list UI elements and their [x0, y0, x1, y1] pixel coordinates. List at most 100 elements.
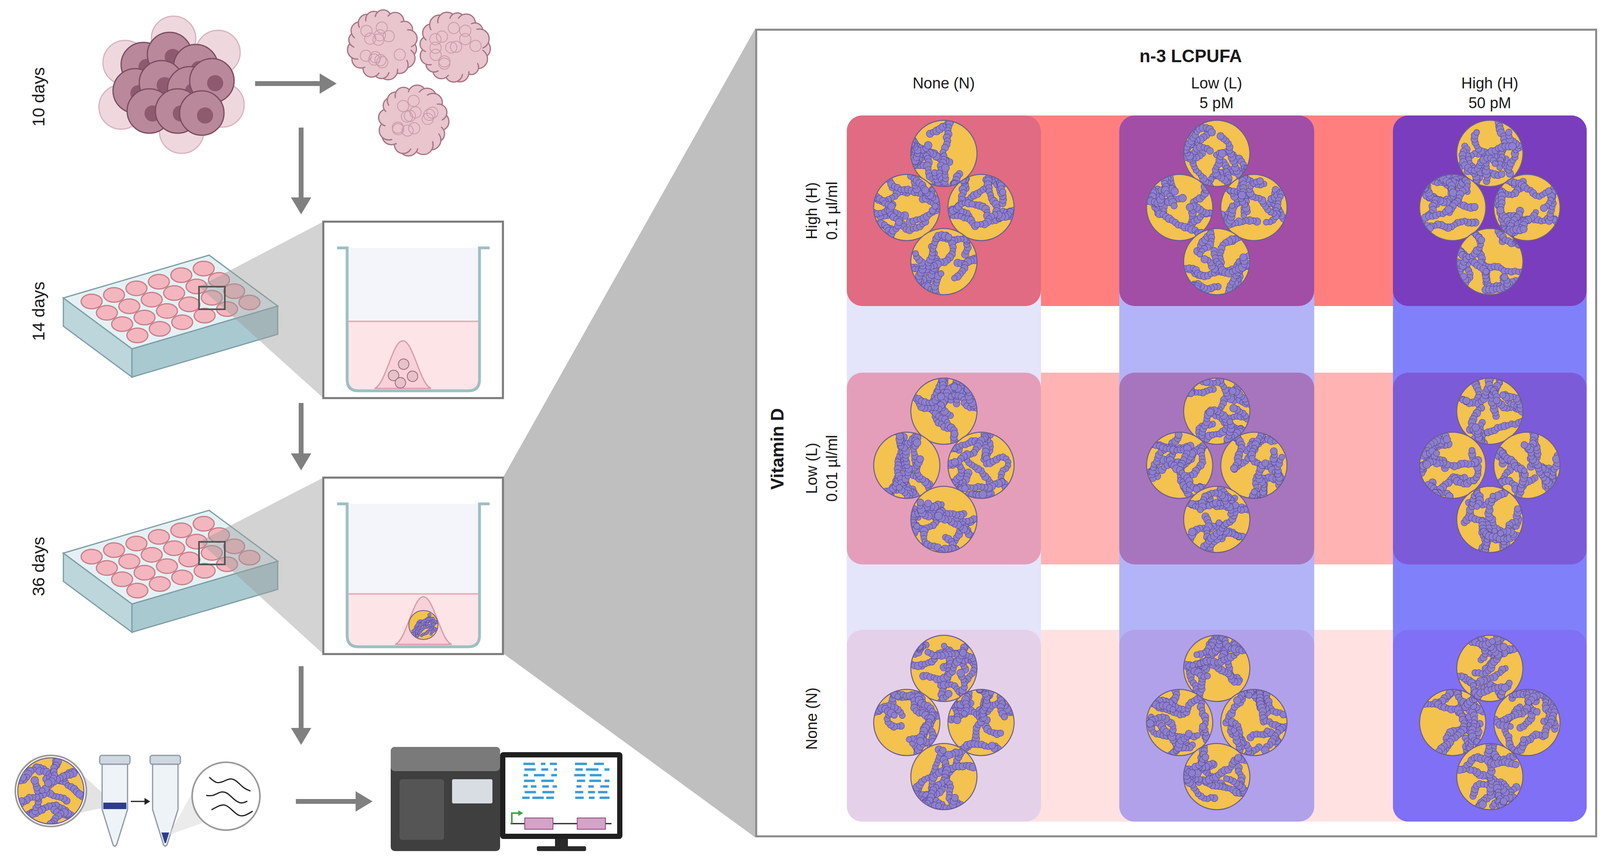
organoid-body	[1456, 120, 1523, 187]
organoid-cells	[1182, 227, 1255, 297]
organoid-cell	[924, 141, 932, 149]
organoid-cell	[1473, 129, 1480, 136]
row-band	[846, 629, 1587, 822]
organoid-cell	[1263, 219, 1270, 226]
organoid-outline	[1456, 120, 1523, 187]
organoid-cells	[908, 116, 963, 192]
organoid-cells	[882, 428, 933, 501]
organoid-cell	[968, 201, 976, 208]
organoid-cell	[999, 188, 1007, 196]
organoid-body	[948, 174, 1015, 241]
organoid-cell	[1449, 188, 1457, 197]
organoid-cell	[1520, 225, 1528, 233]
organoid-cell	[944, 233, 952, 241]
organoid-cells	[1419, 172, 1480, 233]
organoid-body	[1183, 228, 1251, 295]
organoid-cell	[1421, 181, 1428, 188]
organoid-cell	[938, 270, 945, 277]
organoid-cell	[941, 163, 950, 172]
zoom-shading	[502, 28, 756, 838]
organoid-cell	[1444, 205, 1453, 214]
organoid-cell	[1505, 129, 1513, 136]
organoid	[1454, 227, 1526, 296]
organoid-cell	[978, 490, 987, 499]
organoid-cell	[1508, 142, 1517, 151]
organoid-outline	[1183, 228, 1251, 295]
organoid-cell	[887, 202, 896, 211]
organoid-cell	[1482, 268, 1490, 275]
organoid-body	[910, 228, 978, 295]
organoid-cell	[895, 218, 903, 226]
organoid-body	[873, 174, 941, 241]
organoid-body	[1419, 174, 1486, 241]
organoid-cell	[912, 250, 919, 257]
organoid-outline	[910, 378, 978, 445]
organoid-cell	[896, 484, 903, 491]
organoid-cell	[950, 383, 958, 391]
organoid-cell	[1208, 128, 1216, 137]
organoid-cell	[1216, 214, 1223, 221]
organoid	[907, 486, 981, 558]
organoid-outline	[910, 228, 978, 295]
organoid-outline	[948, 432, 1015, 499]
organoid-cell	[1492, 160, 1499, 167]
organoid-cell	[1170, 202, 1178, 210]
organoid-cell	[1545, 187, 1552, 195]
organoid-cells	[946, 170, 1017, 230]
treatment-grid	[846, 115, 1587, 822]
organoid	[1182, 227, 1255, 297]
column-band	[846, 115, 1041, 822]
organoid-body	[948, 432, 1015, 499]
row-band	[846, 372, 1587, 565]
organoid-cell	[1496, 206, 1504, 214]
panel-ground	[755, 28, 1598, 838]
organoid-cell	[937, 392, 945, 400]
organoid-cell	[1470, 203, 1479, 211]
organoid-outline	[1183, 120, 1251, 187]
organoid-outline	[948, 174, 1015, 241]
organoid-cell	[921, 186, 929, 194]
organoid-cell	[1459, 272, 1467, 280]
organoid	[1493, 174, 1562, 241]
organoid	[946, 170, 1017, 241]
organoid-body	[1456, 228, 1523, 295]
column-band	[1119, 115, 1315, 822]
organoid-cells	[907, 498, 981, 558]
organoid-outline	[1493, 174, 1561, 241]
organoid-body	[873, 432, 941, 499]
organoid-cell	[950, 429, 959, 438]
organoid-outline	[1419, 174, 1486, 241]
organoid-body	[1493, 174, 1561, 241]
organoid-cell	[1218, 149, 1226, 158]
organoid-cell	[1216, 132, 1225, 140]
organoid-outline	[873, 174, 941, 241]
organoid	[908, 228, 982, 296]
organoid-cell	[1178, 194, 1187, 202]
organoid-outline	[1456, 228, 1523, 295]
organoid-body	[1220, 174, 1288, 241]
organoid-outline	[1220, 174, 1288, 241]
treatment-cell	[1119, 115, 1315, 306]
organoid-cell	[974, 221, 981, 228]
organoid-cells	[908, 231, 982, 296]
organoid-cell	[1540, 204, 1548, 212]
organoid-cell	[1256, 177, 1264, 185]
organoid-body	[1146, 174, 1213, 241]
organoid-cell	[1498, 170, 1506, 178]
organoid-cell	[961, 484, 969, 492]
organoid-cell	[951, 275, 958, 281]
treatment-cell	[1392, 115, 1587, 306]
column-band	[1392, 115, 1587, 822]
organoid-cell	[1206, 147, 1214, 155]
organoid	[1419, 172, 1486, 241]
organoid-body	[910, 378, 978, 445]
organoid-outline	[873, 432, 941, 499]
organoid-cell	[1229, 203, 1235, 209]
organoid-cell	[951, 458, 959, 466]
organoid-body	[910, 486, 978, 553]
row-band	[846, 115, 1587, 306]
treatment-cell	[846, 115, 1041, 306]
organoid-body	[1183, 120, 1251, 187]
organoid-cell	[1237, 191, 1246, 199]
